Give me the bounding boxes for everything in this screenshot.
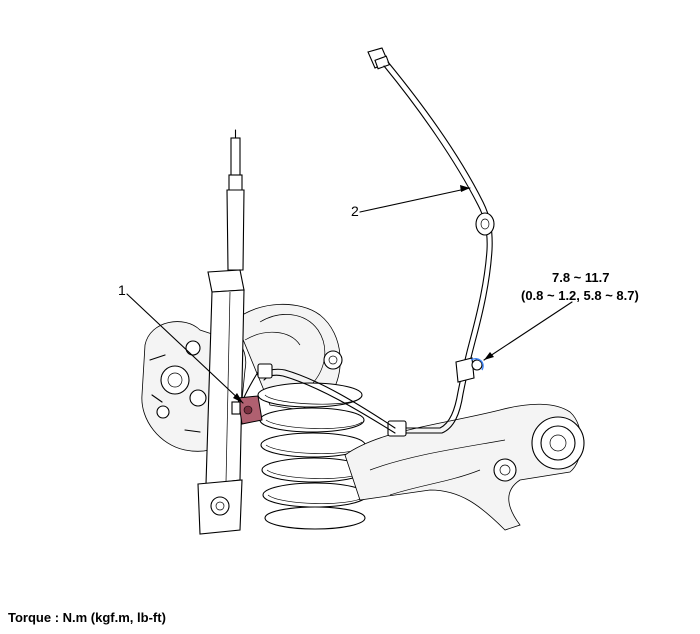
torque-spec-line2: (0.8 ~ 1.2, 5.8 ~ 8.7): [521, 288, 639, 303]
coil-spring: [257, 382, 368, 530]
leader-lines: [126, 185, 573, 404]
callout-1: 1: [118, 282, 126, 298]
wheel-speed-sensor: [231, 395, 263, 425]
callout-2: 2: [351, 203, 359, 219]
sensor-cable: [237, 47, 495, 437]
torque-units-footnote: Torque : N.m (kgf.m, lb-ft): [8, 610, 166, 625]
strut-assembly: [197, 129, 245, 535]
torque-spec-line1: 7.8 ~ 11.7: [552, 270, 609, 285]
lower-arm: [344, 403, 585, 531]
